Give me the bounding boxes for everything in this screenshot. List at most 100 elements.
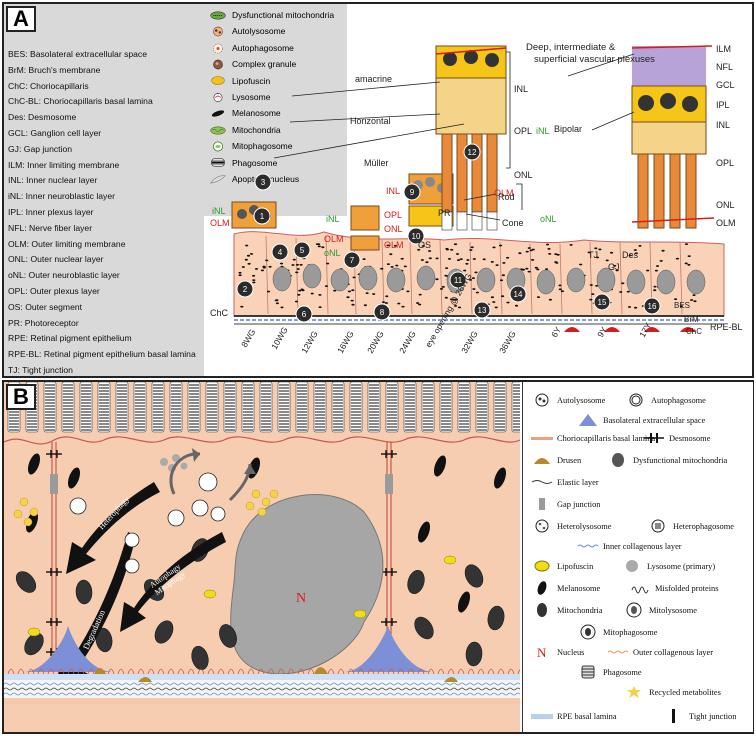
melanosome-dot (455, 253, 460, 255)
mitochondrion (15, 571, 37, 593)
autolysosome-icon (208, 26, 228, 37)
mitochondrion (95, 627, 113, 653)
melanosome-dot (463, 269, 467, 272)
melanosome-dot (453, 243, 458, 246)
abbreviation-item: OPL: Outer plexus layer (8, 285, 100, 296)
label-onl-col: ONL (514, 170, 533, 180)
melanosome-dot (252, 281, 256, 284)
melanosome-dot (569, 244, 573, 246)
melanosome-dot (346, 296, 350, 299)
chc-basal-lamina-icon (531, 430, 553, 446)
legend-item: Lipofuscin (208, 73, 334, 89)
melanosome-dot (238, 274, 242, 277)
melanosome-dot (482, 258, 486, 261)
legend-label: Tight junction (689, 711, 737, 721)
melanosome-dot (395, 264, 399, 267)
label-horizontal: Horizontal (350, 116, 391, 126)
melanosome-dot (435, 278, 439, 281)
legend-item: Heterolysosome (531, 518, 611, 534)
melanosome-dot (291, 264, 295, 266)
abbreviation-item: Des: Desmosome (8, 112, 77, 123)
melanosome-dot (499, 279, 504, 282)
label-nfl: NFL (716, 62, 733, 72)
melanosome-dot (555, 262, 559, 264)
melanosome-dot (318, 294, 322, 296)
outer-segment (151, 382, 165, 433)
outer-segment (223, 382, 237, 433)
melanosome-dot (502, 262, 506, 264)
lysosome-icon (208, 92, 228, 103)
melanosome-dot (548, 253, 552, 255)
elastic-layer-icon (531, 474, 553, 490)
melanosome-dot (619, 291, 623, 293)
melanosome-dot (469, 249, 473, 251)
legend-label: Complex granule (232, 59, 297, 70)
panel-b-label: B (6, 384, 36, 410)
melanosome-dot (506, 256, 510, 259)
legend-label: Elastic layer (557, 477, 599, 487)
melanosome-dot (252, 279, 256, 281)
outer-segment (295, 382, 309, 433)
label-rpe-bl: RPE-BL (710, 322, 743, 332)
melanosome-dot (634, 306, 638, 309)
legend-item: Melanosome (531, 580, 600, 596)
stage-circle (407, 227, 425, 245)
melanosome-dot (390, 266, 394, 268)
melanosome-dot (598, 248, 602, 251)
abbreviation-item: oNL: Outer neuroblastic layer (8, 270, 120, 281)
outer-segment (439, 382, 453, 433)
melanosome-dot (659, 260, 663, 262)
melanosome-dot (615, 269, 619, 272)
stage-number: 6 (302, 310, 307, 319)
stage-circle (254, 173, 272, 191)
label-olm-r: OLM (716, 218, 736, 228)
gap-junction-icon (531, 496, 553, 512)
recycled-metabolite (23, 517, 33, 527)
melanosome-dot (254, 268, 259, 270)
stage-number: 8 (380, 308, 385, 317)
melanosome-dot (518, 252, 522, 255)
label-onl-red: ONL (384, 224, 403, 234)
legend-label: Phagosome (232, 157, 278, 168)
legend-label: Mitochondria (557, 605, 603, 615)
stage-circle (449, 271, 467, 289)
melanosome-dot (352, 276, 356, 279)
lipofuscin-icon (208, 75, 228, 86)
svg-text:N: N (537, 645, 547, 660)
recycled-metabolite (257, 507, 267, 517)
abbreviation-item: OLM: Outer limiting membrane (8, 238, 126, 249)
legend-label: Mitolysosome (649, 605, 697, 615)
label-inl-r: INL (716, 120, 730, 130)
melanosome-dot (326, 262, 330, 265)
stage-number: 5 (300, 246, 305, 255)
legend-item: Lysosome (208, 89, 334, 105)
legend-label: Outer collagenous layer (633, 647, 713, 657)
abbreviation-item: GJ: Gap junction (8, 143, 73, 154)
melanosome-dot (456, 259, 461, 261)
timepoint-label: 6Y (549, 325, 563, 339)
melanosome-dot (589, 284, 593, 286)
melanosome-dot (292, 258, 296, 261)
melanosome-dot (687, 263, 691, 266)
stage-circle (473, 301, 491, 319)
melanosome-dot (492, 301, 496, 303)
stage-number: 15 (598, 298, 607, 307)
legend-label: Heterolysosome (557, 521, 612, 531)
label-opl-col: OPL (514, 126, 532, 136)
melanosome-dot (298, 289, 302, 292)
label-olm-small: OLM (324, 234, 344, 244)
legend-item: Desmosome (643, 430, 710, 446)
melanosome-dot (684, 262, 688, 265)
outer-segment (205, 382, 219, 433)
outer-collagenous-icon (607, 644, 629, 660)
mitochondrion (75, 579, 93, 605)
legend-label: Nucleus (557, 647, 585, 657)
stage-circle (253, 207, 271, 225)
label-gj: GJ (608, 262, 620, 272)
tight-junction-icon (663, 708, 685, 724)
melanosome-dot (472, 288, 476, 290)
melanosome-dot (275, 302, 279, 305)
abbreviation-item: ILM: Inner limiting membrane (8, 159, 120, 170)
